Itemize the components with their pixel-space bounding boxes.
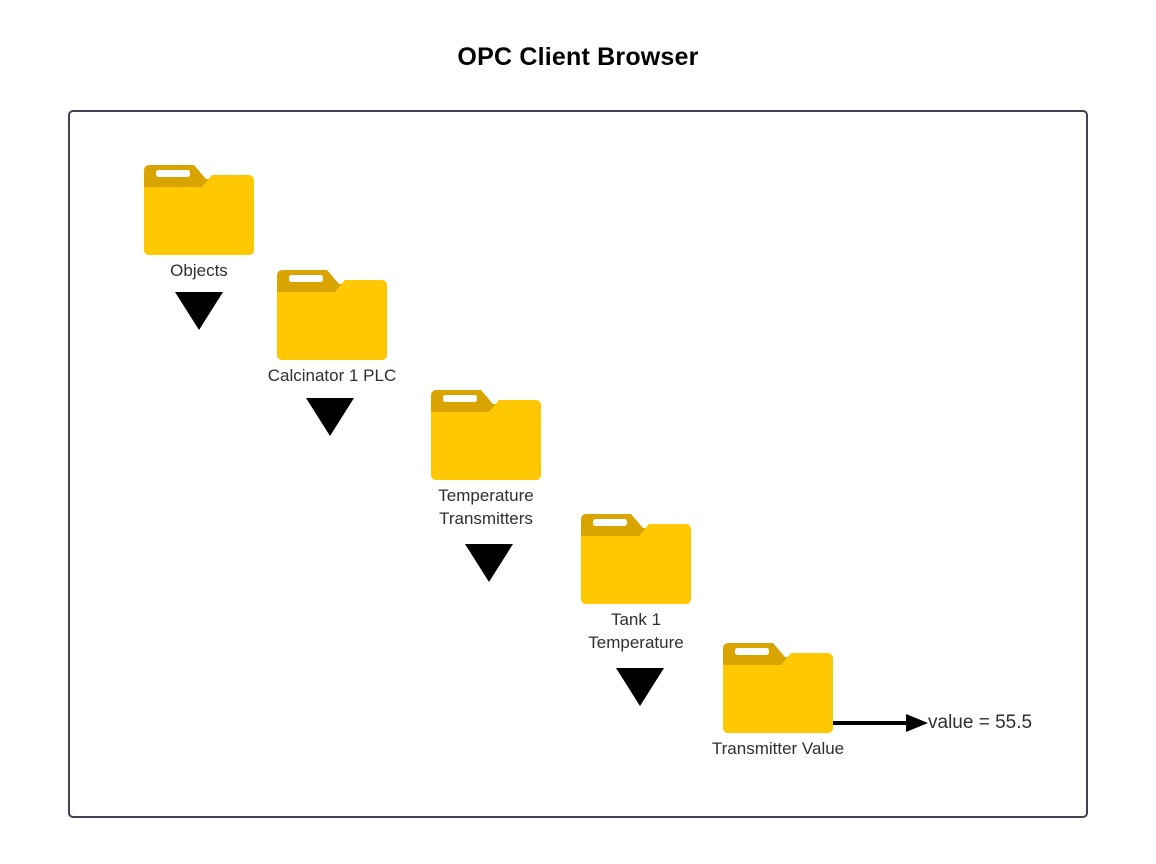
connector-arrow-objects-to-calcinator — [175, 292, 223, 330]
value-connector-arrowhead — [906, 714, 928, 732]
folder-icon — [723, 643, 833, 733]
folder-icon — [431, 390, 541, 480]
tree-node-label: Temperature Transmitters — [438, 486, 534, 528]
tree-node-label: Tank 1 Temperature — [588, 610, 684, 652]
tree-node-transmitter-value[interactable]: Transmitter Value — [712, 643, 844, 758]
tree-node-calcinator-1-plc[interactable]: Calcinator 1 PLC — [268, 270, 396, 385]
value-connector-line — [833, 721, 908, 725]
folder-icon — [581, 514, 691, 604]
tree-node-label: Transmitter Value — [711, 739, 845, 758]
connector-arrow-temperature-transmitters-to-tank-1 — [465, 544, 513, 582]
connector-arrow-tank-1-to-transmitter-value — [616, 668, 664, 706]
tree-node-temperature-transmitters[interactable]: Temperature Transmitters — [431, 390, 541, 528]
folder-icon — [277, 270, 387, 360]
tree-node-objects[interactable]: Objects — [144, 165, 254, 280]
connector-arrow-calcinator-to-temperature-transmitters — [306, 398, 354, 436]
tree-node-label: Calcinator 1 PLC — [267, 366, 397, 385]
folder-icon — [144, 165, 254, 255]
tree-node-tank-1-temperature[interactable]: Tank 1 Temperature — [581, 514, 691, 652]
page-title: OPC Client Browser — [457, 43, 699, 71]
tree-node-label: Objects — [170, 261, 228, 280]
value-annotation-label: value = 55.5 — [928, 712, 1033, 733]
